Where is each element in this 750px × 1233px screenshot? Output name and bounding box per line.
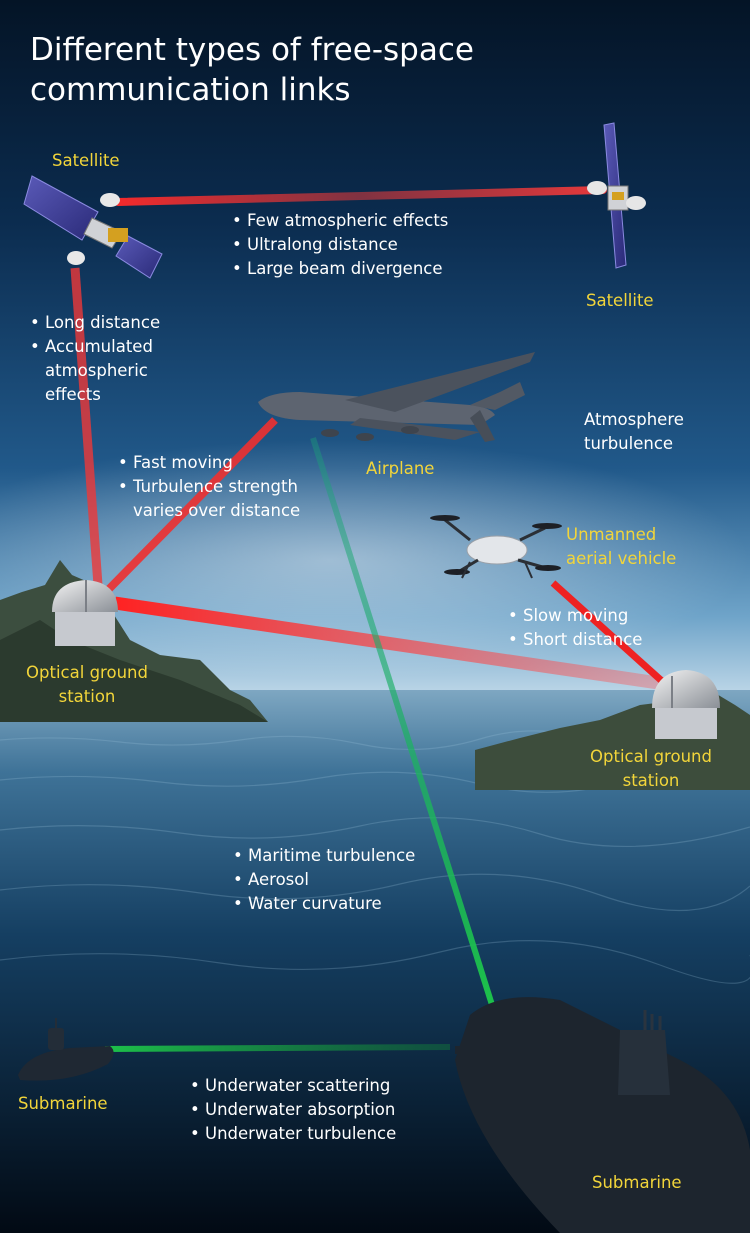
title-line-1: Different types of free-space (30, 32, 474, 68)
beam-submarine-submarine (104, 1044, 451, 1052)
beam-ground-airplane (105, 417, 278, 593)
satellite-left (23, 175, 163, 279)
note-item: Water curvature (233, 892, 415, 916)
label-ground-left-line-2: station (58, 687, 116, 706)
atmosphere-line-2: turbulence (584, 434, 674, 453)
airplane (258, 352, 535, 442)
note-item: Underwater scattering (190, 1074, 396, 1098)
label-uav-line-2: aerial vehicle (566, 549, 677, 568)
label-airplane: Airplane (366, 459, 435, 478)
label-uav: Unmanned aerial vehicle (566, 523, 676, 571)
notes-maritime: Maritime turbulence Aerosol Water curvat… (233, 844, 415, 916)
note-item: Short distance (508, 628, 642, 652)
label-satellite-left: Satellite (52, 151, 120, 170)
submarine-left (18, 1018, 114, 1081)
note-item: Large beam divergence (232, 257, 448, 281)
page-title: Different types of free-space communicat… (30, 30, 474, 110)
note-continuation: effects (45, 385, 101, 404)
label-submarine-left: Submarine (18, 1094, 108, 1113)
note-item: Few atmospheric effects (232, 209, 448, 233)
note-item: Underwater turbulence (190, 1122, 396, 1146)
label-ground-left: Optical ground station (18, 661, 156, 709)
label-uav-line-1: Unmanned (566, 525, 657, 544)
note-item: Maritime turbulence (233, 844, 415, 868)
notes-airplane-link: •Fast moving •Turbulence strength varies… (118, 451, 300, 523)
notes-sat-to-sat: Few atmospheric effects Ultralong distan… (232, 209, 448, 281)
notes-uav-link: Slow moving Short distance (508, 604, 642, 652)
notes-sat-to-ground: •Long distance •Accumulated atmospheric … (30, 311, 160, 407)
beam-ground-ground (114, 596, 666, 691)
satellite-right (587, 122, 646, 269)
uav-drone (430, 515, 562, 579)
label-submarine-right: Submarine (592, 1173, 682, 1192)
note-item: Aerosol (233, 868, 415, 892)
note-item: Underwater absorption (190, 1098, 396, 1122)
label-ground-right: Optical ground station (582, 745, 720, 793)
note-item: Ultralong distance (232, 233, 448, 257)
note-item: Slow moving (508, 604, 642, 628)
note-continuation: atmospheric (45, 361, 148, 380)
note-item: Turbulence strength (133, 477, 298, 496)
ground-station-right (652, 670, 720, 739)
optical-beams (70, 186, 666, 1052)
note-continuation: varies over distance (133, 501, 301, 520)
title-line-2: communication links (30, 72, 351, 108)
beam-sat-sat (114, 186, 607, 206)
beam-sat-ground (70, 267, 103, 586)
beam-airplane-submarine (310, 437, 496, 1009)
label-ground-right-line-1: Optical ground (590, 747, 712, 766)
label-ground-left-line-1: Optical ground (26, 663, 148, 682)
note-item: Long distance (45, 313, 161, 332)
label-satellite-right: Satellite (586, 291, 654, 310)
label-ground-right-line-2: station (622, 771, 680, 790)
atmosphere-line-1: Atmosphere (584, 410, 684, 429)
notes-underwater: Underwater scattering Underwater absorpt… (190, 1074, 396, 1146)
note-item: Fast moving (133, 453, 233, 472)
submarine-right (455, 997, 750, 1233)
ground-station-left (52, 580, 118, 646)
label-atmosphere-turbulence: Atmosphere turbulence (584, 408, 684, 456)
note-item: Accumulated (45, 337, 153, 356)
